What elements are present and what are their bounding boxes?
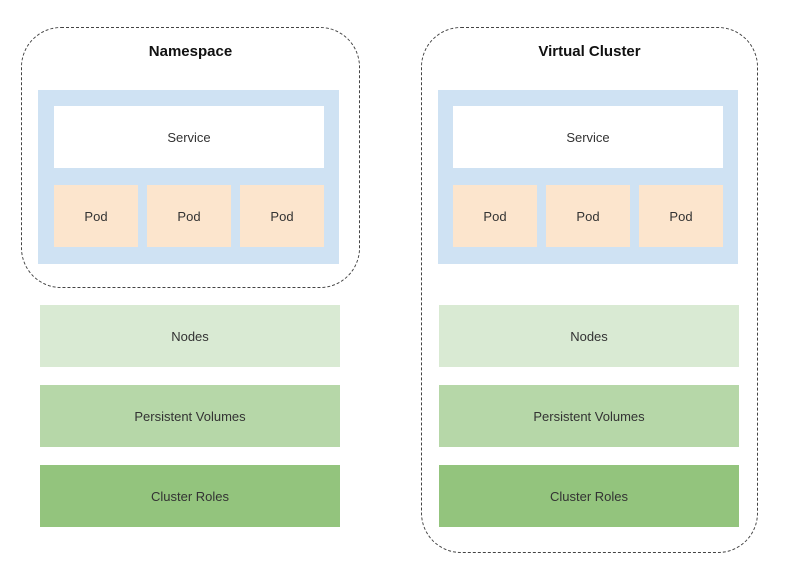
- virtual-cluster-title: Virtual Cluster: [538, 43, 641, 60]
- namespace-persistent-volumes-layer: Persistent Volumes: [40, 385, 340, 447]
- namespace-service: Service: [54, 106, 324, 168]
- virtual-cluster-pod-3: Pod: [639, 185, 723, 247]
- namespace-pod-2: Pod: [147, 185, 231, 247]
- namespace-cluster-roles-layer: Cluster Roles: [40, 465, 340, 527]
- namespace-title: Namespace: [148, 43, 233, 60]
- virtual-cluster-pod-1: Pod: [453, 185, 537, 247]
- virtual-cluster-persistent-volumes-layer: Persistent Volumes: [439, 385, 739, 447]
- namespace-pod-3: Pod: [240, 185, 324, 247]
- virtual-cluster-nodes-layer: Nodes: [439, 305, 739, 367]
- virtual-cluster-cluster-roles-layer: Cluster Roles: [439, 465, 739, 527]
- namespace-pod-1: Pod: [54, 185, 138, 247]
- virtual-cluster-pod-2: Pod: [546, 185, 630, 247]
- virtual-cluster-boundary: [421, 27, 758, 553]
- namespace-nodes-layer: Nodes: [40, 305, 340, 367]
- namespace-boundary: [21, 27, 360, 288]
- virtual-cluster-service: Service: [453, 106, 723, 168]
